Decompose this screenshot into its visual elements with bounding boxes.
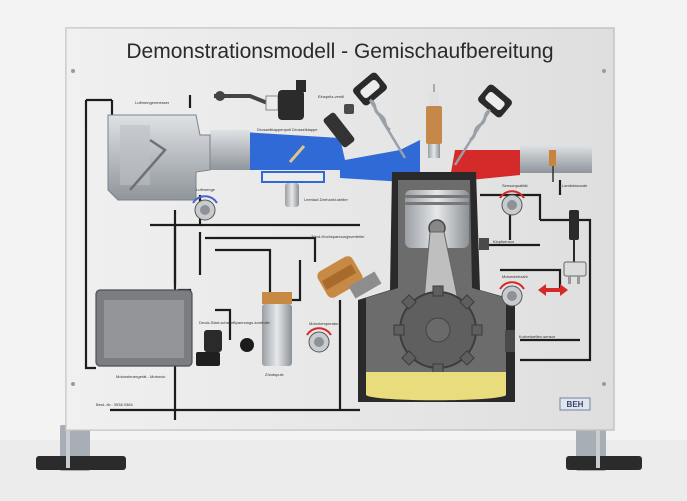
label-knock-sensor: Klopfsensor xyxy=(493,239,515,244)
test-button[interactable] xyxy=(240,338,254,352)
intake-manifold xyxy=(210,130,420,182)
ignition-coil xyxy=(262,292,292,366)
distributor xyxy=(317,256,382,299)
label-crank-sensor: Kurbelwellen-sensor xyxy=(519,334,556,339)
throttle-lever xyxy=(214,80,306,120)
brand-logo: BEH xyxy=(559,397,591,411)
intake-valve xyxy=(353,72,407,159)
label-engine-speed: Motordrehzahl xyxy=(502,274,528,279)
screw xyxy=(602,69,606,73)
spark-plug xyxy=(426,84,442,158)
crank-sensor xyxy=(505,330,515,352)
label-lambda: Lambdasonde xyxy=(562,183,588,188)
screw xyxy=(71,382,75,386)
knob-engine-temp[interactable] xyxy=(306,327,332,353)
engine-block xyxy=(358,172,515,402)
throttle-plate xyxy=(288,145,306,163)
label-injector: Einspritz-ventil xyxy=(318,94,344,99)
label-start-switch: Druck-Start-schalter xyxy=(199,320,235,325)
label-ignition-coil: Zündspule xyxy=(265,372,284,377)
lambda-probe-body xyxy=(549,150,556,166)
screw xyxy=(71,69,75,73)
screw xyxy=(602,382,606,386)
stand-right xyxy=(566,425,642,471)
label-engine-temp: Motortemperatur xyxy=(309,321,339,326)
air-flow-meter xyxy=(107,114,211,201)
ecu-unit xyxy=(95,289,193,367)
floor xyxy=(0,440,687,501)
bypass-channel-inner xyxy=(261,171,325,183)
label-throttle: Drosselklappenpoti Drosselklappe xyxy=(257,127,318,132)
knob-engine-speed[interactable] xyxy=(499,281,525,307)
brand-logo-text: BEH xyxy=(567,400,584,409)
label-distributor: Zünd-Hochspannungsverteiler xyxy=(311,234,365,239)
knob-air-amount[interactable] xyxy=(192,195,218,221)
label-voltage-check: Spannungs-kontrolle xyxy=(233,320,270,325)
throttle-body xyxy=(210,130,250,170)
exhaust-valve xyxy=(453,84,512,166)
label-sensor-quality: Sensorqualität xyxy=(502,183,528,188)
label-air-amount: Luftmenge xyxy=(196,187,216,192)
label-air-flow-meter: Luftmengenmesser xyxy=(135,100,170,105)
idle-actuator xyxy=(285,183,299,207)
test-connector xyxy=(563,210,587,284)
knob-sensor-quality[interactable] xyxy=(499,190,525,216)
label-footer: Best.-Nr.: 3938 0384 xyxy=(96,402,133,407)
label-ecu: Motorsteuergerät - Motronic xyxy=(116,374,165,379)
board-title: Demonstrationsmodell - Gemischaufbereitu… xyxy=(126,40,553,63)
ignition-switch[interactable] xyxy=(196,330,222,366)
direction-arrow-icon xyxy=(538,284,568,296)
label-idle-actuator: Leerlauf-Drehzahl-steller xyxy=(304,197,348,202)
stand-left xyxy=(36,425,126,471)
knock-sensor xyxy=(479,238,489,250)
injector xyxy=(323,104,355,148)
